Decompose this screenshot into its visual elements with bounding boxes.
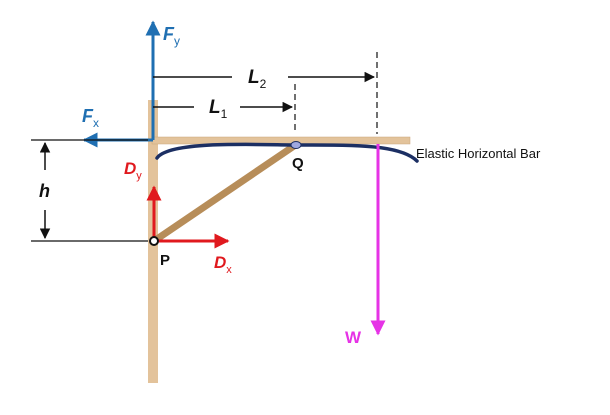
dx-label: Dx xyxy=(214,253,232,276)
strut-pq xyxy=(150,142,298,245)
h-label: h xyxy=(39,181,50,201)
point-p-label: P xyxy=(160,252,170,269)
point-q-label: Q xyxy=(292,155,304,172)
weight-label: W xyxy=(345,328,362,347)
horizontal-bar xyxy=(151,136,411,145)
point-q-marker xyxy=(290,141,302,149)
point-p xyxy=(149,236,159,246)
l1-label: L1 xyxy=(209,97,228,121)
fx-label: Fx xyxy=(82,106,99,130)
dy-label: Dy xyxy=(124,159,142,182)
elastic-bar-label: Elastic Horizontal Bar xyxy=(416,146,541,161)
l2-label: L2 xyxy=(248,67,267,91)
fy-label: Fy xyxy=(163,24,180,48)
